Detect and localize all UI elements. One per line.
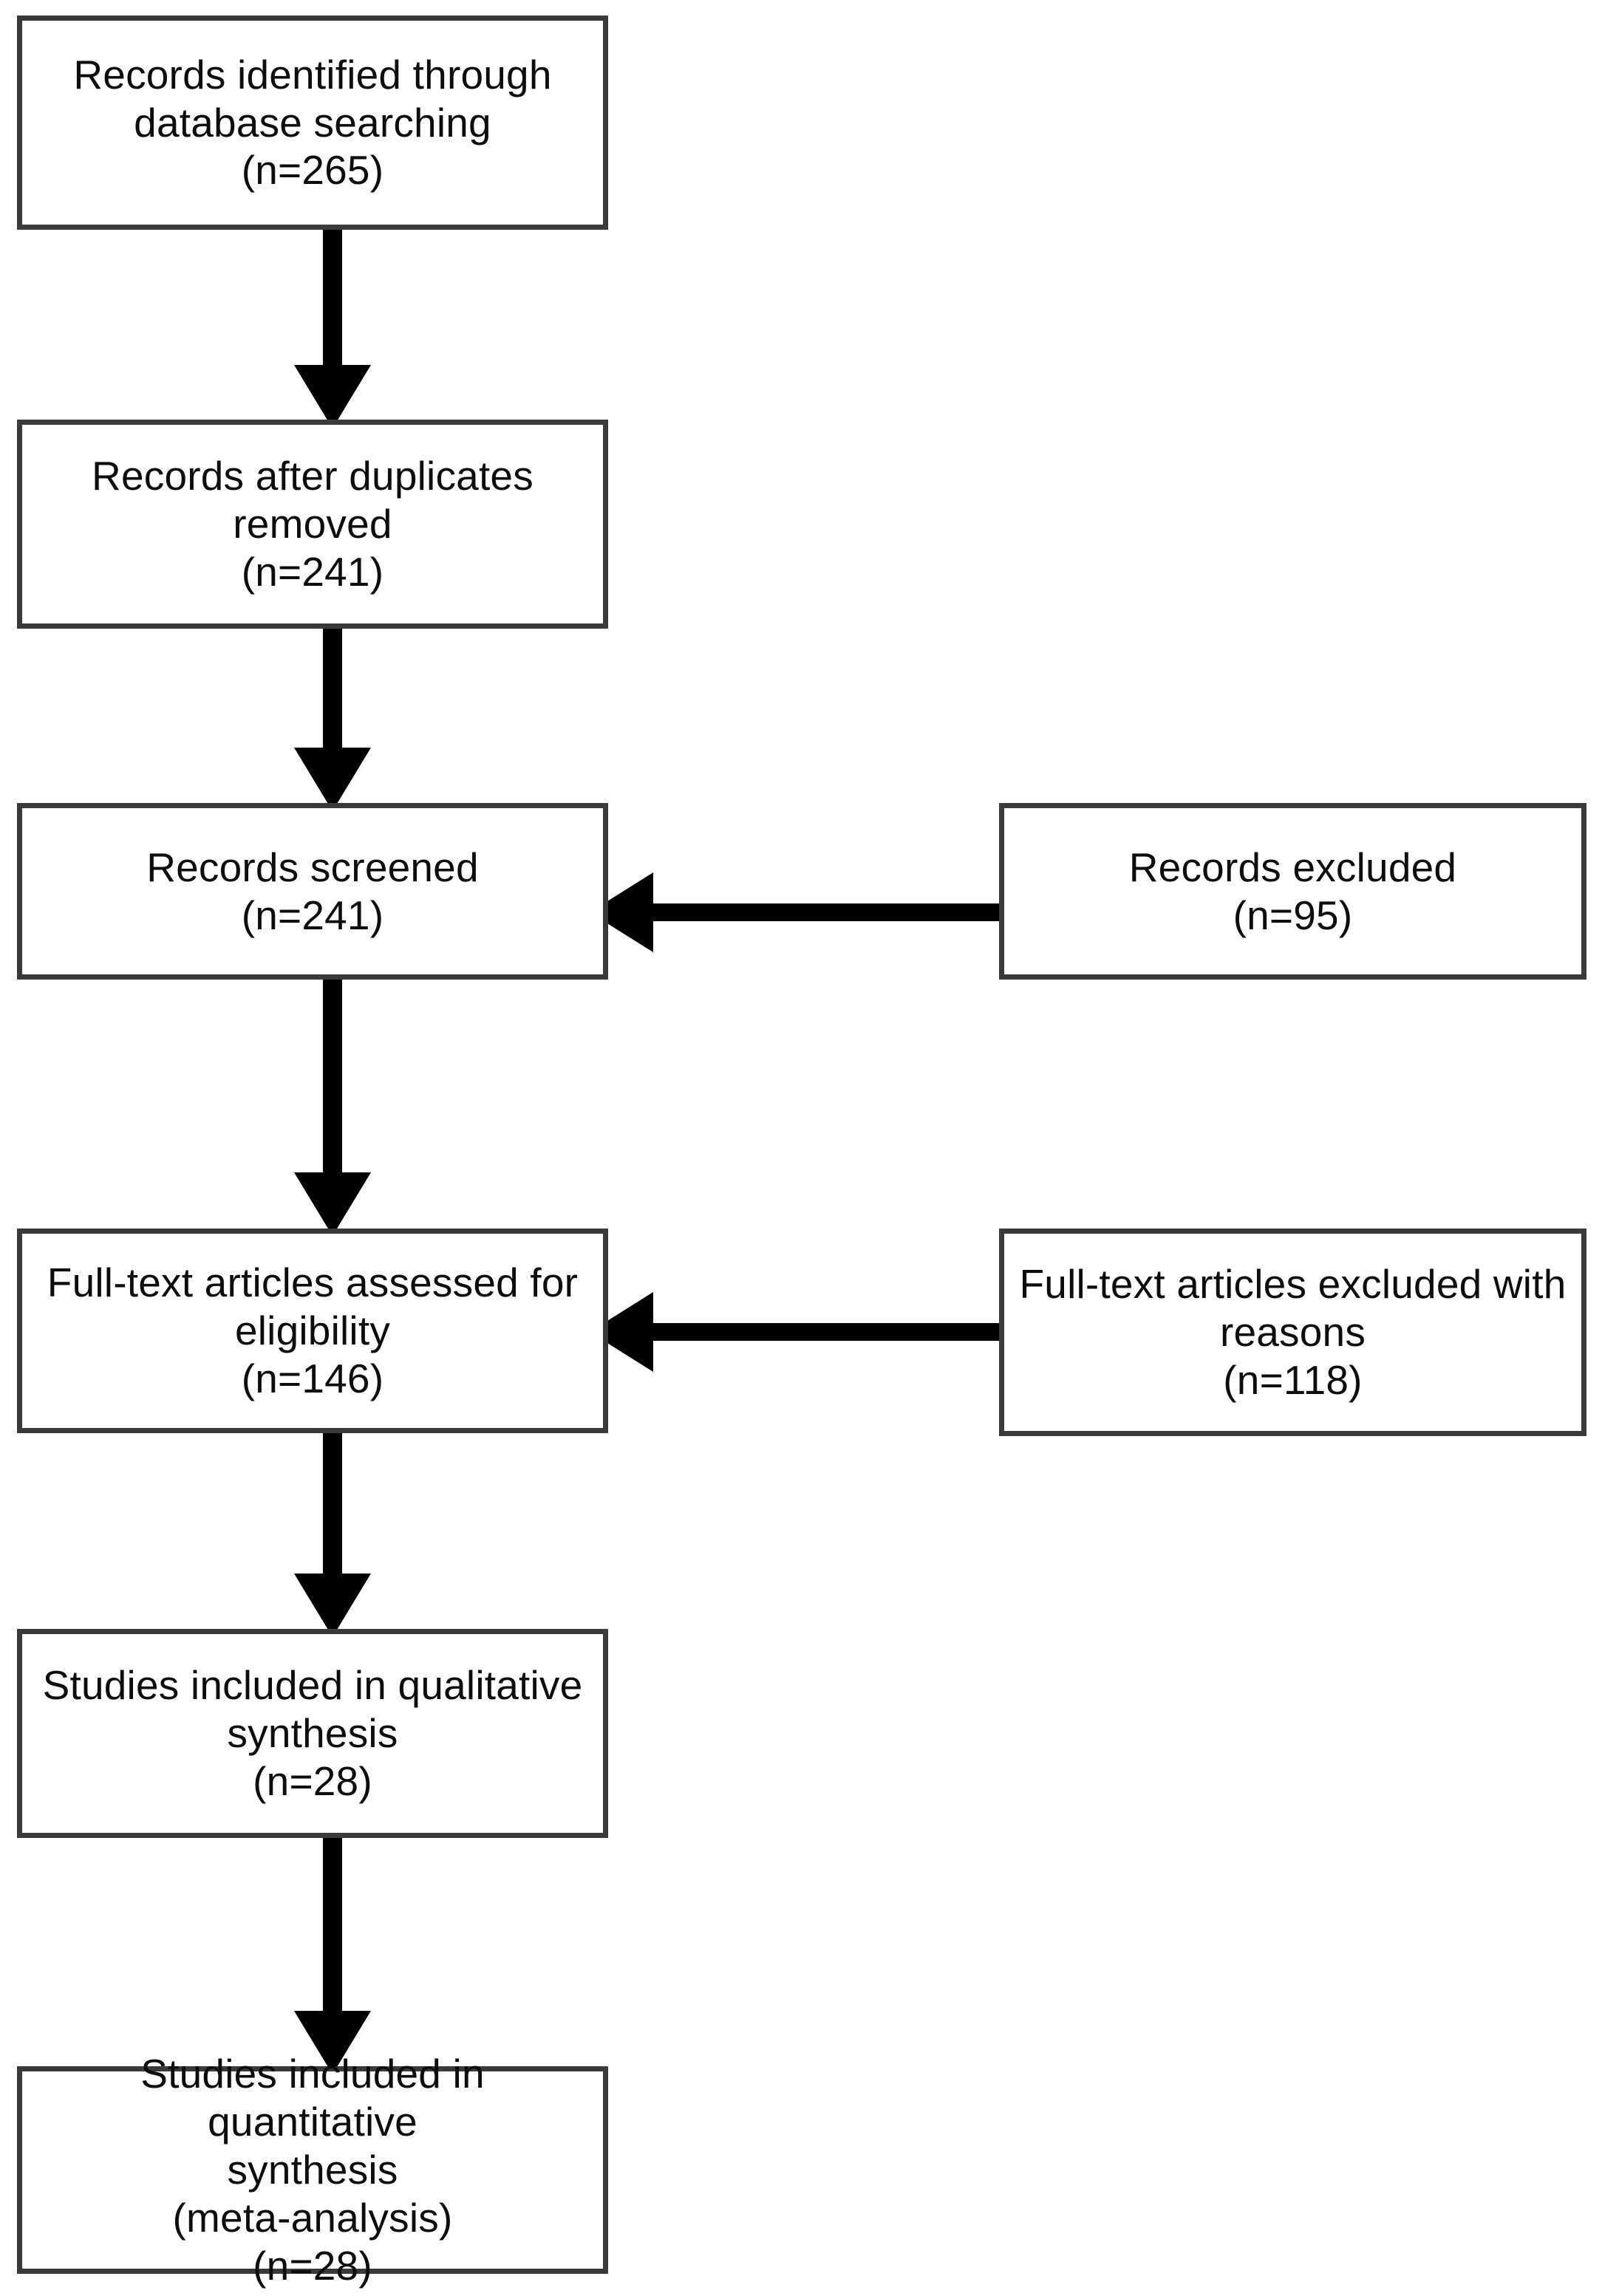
arrow-head-down-icon [294,365,371,428]
node-quantitative-synthesis[interactable]: Studies included in quantitative synthes… [17,2051,608,2289]
arrow-head-down-icon [294,748,371,811]
arrow-duplicates-to-screened [281,621,384,811]
arrow-shaft [645,903,1007,921]
arrow-screened-to-fulltext [281,971,384,1236]
arrow-head-down-icon [294,1574,371,1637]
node-fulltext-assessed[interactable]: Full-text articles assessed for eligibil… [17,1229,608,1433]
node-fulltext-assessed-label: Full-text articles assessed for eligibil… [47,1260,579,1401]
arrow-head-down-icon [294,1172,371,1236]
arrow-shaft [645,1323,1007,1341]
node-fulltext-excluded[interactable]: Full-text articles excluded with reasons… [999,1229,1586,1436]
arrow-shaft [323,1424,342,1575]
node-qualitative-synthesis[interactable]: Studies included in qualitative synthesi… [17,1629,608,1838]
node-records-after-duplicates[interactable]: Records after duplicates removed (n=241) [17,420,608,629]
arrow-identification-to-duplicates [281,222,384,428]
arrow-fulltext-to-qualitative [281,1424,384,1637]
arrow-shaft [323,621,342,749]
arrow-shaft [323,971,342,1174]
node-records-after-duplicates-label: Records after duplicates removed (n=241) [92,453,534,595]
arrow-records-excluded-to-screened [590,872,1007,953]
node-records-identified-label: Records identified through database sear… [73,51,552,194]
node-records-excluded-label: Records excluded (n=95) [1128,844,1457,938]
node-qualitative-synthesis-label: Studies included in qualitative synthesi… [42,1662,583,1804]
node-records-screened[interactable]: Records screened (n=241) [17,803,608,980]
arrow-shaft [323,222,342,366]
arrow-fulltext-excluded-to-assessed [590,1291,1007,1373]
node-records-identified[interactable]: Records identified through database sear… [17,16,608,230]
node-fulltext-excluded-label: Full-text articles excluded with reasons… [1019,1261,1567,1403]
arrow-shaft [323,1831,342,2012]
node-records-excluded[interactable]: Records excluded (n=95) [999,803,1586,980]
arrow-head-down-icon [294,2011,371,2074]
node-quantitative-synthesis-label: Studies included in quantitative synthes… [140,2051,485,2289]
node-records-screened-label: Records screened (n=241) [146,844,479,938]
arrow-qualitative-to-quantitative [281,1831,384,2074]
